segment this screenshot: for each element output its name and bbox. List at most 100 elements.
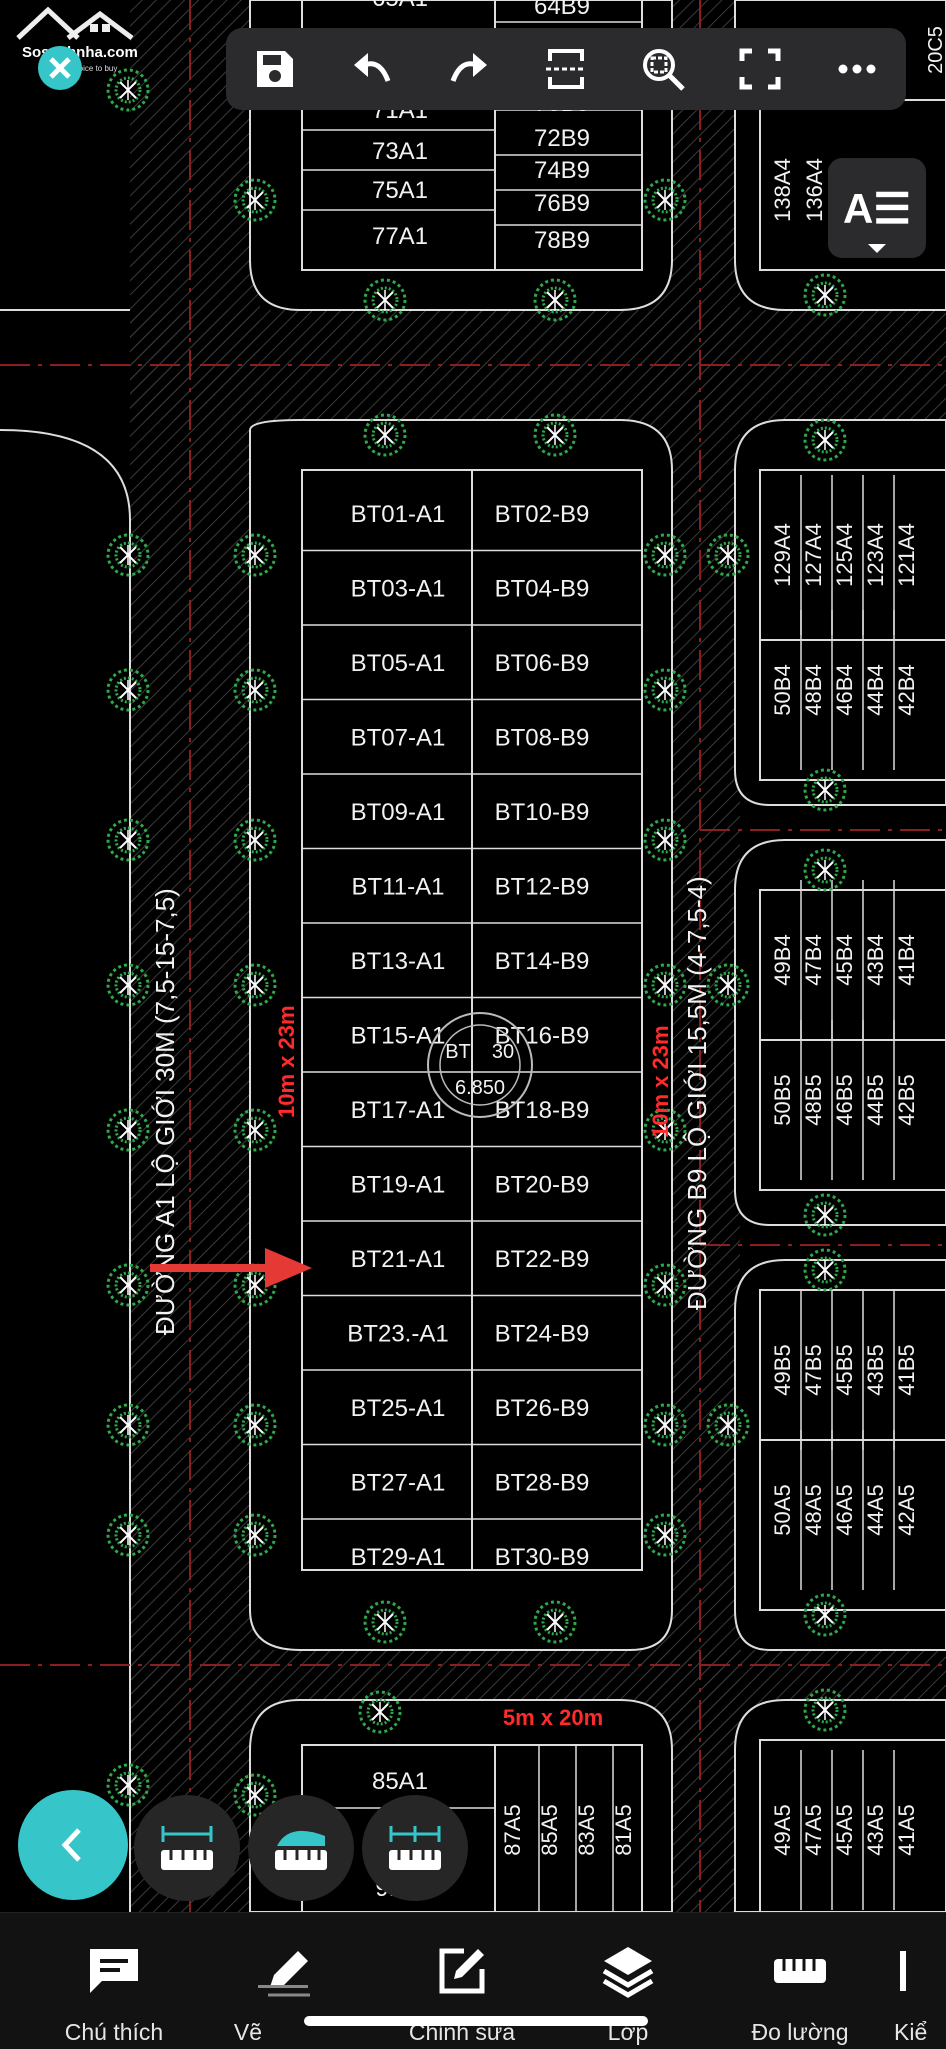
lot-label: BT18-B9 bbox=[495, 1097, 590, 1124]
lot-label: 50B4 bbox=[770, 664, 795, 715]
measure-length-icon bbox=[389, 1826, 441, 1870]
lot-label: 74B9 bbox=[534, 157, 590, 184]
layers-icon bbox=[602, 1947, 654, 1998]
lot-label: 44B5 bbox=[863, 1074, 888, 1125]
zoom-area-button[interactable] bbox=[633, 39, 693, 99]
lot-label: 43A5 bbox=[863, 1804, 888, 1855]
lot-label: BT16-B9 bbox=[495, 1023, 590, 1050]
measure-distance-button[interactable] bbox=[134, 1795, 240, 1901]
lot-label: 85A1 bbox=[372, 1768, 428, 1795]
road-label-left: ĐƯỜNG A1 LỘ GIỚI 30M (7,5-15-7,5) bbox=[150, 888, 180, 1335]
lot-center-marker: BT 30 6.850 bbox=[427, 1012, 533, 1118]
lot-label: 47B4 bbox=[801, 934, 826, 985]
more-tools-icon bbox=[900, 1951, 906, 1991]
lot-label: 87A5 bbox=[500, 1804, 525, 1855]
lot-label: BT29-A1 bbox=[351, 1544, 446, 1571]
top-toolbar bbox=[226, 28, 906, 110]
redo-button[interactable] bbox=[439, 39, 499, 99]
lot-label: 45B4 bbox=[832, 934, 857, 985]
lot-label: BT07-A1 bbox=[351, 725, 446, 752]
lot-label: 64B9 bbox=[534, 0, 590, 20]
nav-more-tools[interactable]: Kiể bbox=[880, 1913, 946, 2049]
lot-label: 48A5 bbox=[801, 1484, 826, 1535]
lot-label: 43B5 bbox=[863, 1344, 888, 1395]
marker-line3: 6.850 bbox=[455, 1077, 505, 1099]
measure-area-button[interactable] bbox=[248, 1795, 354, 1901]
red-arrow-icon bbox=[150, 1248, 312, 1288]
lot-label: 48B5 bbox=[801, 1074, 826, 1125]
close-button[interactable] bbox=[22, 30, 98, 106]
fullscreen-button[interactable] bbox=[730, 39, 790, 99]
nav-annotate[interactable]: Chú thích bbox=[34, 1913, 194, 2049]
lot-label: 65A1 bbox=[372, 0, 428, 12]
lot-label: 44B4 bbox=[863, 664, 888, 715]
nav-draw[interactable]: Vẽ bbox=[208, 1913, 368, 2049]
more-button[interactable] bbox=[827, 39, 887, 99]
lot-label: BT11-A1 bbox=[352, 874, 445, 901]
lot-label: 50A5 bbox=[770, 1484, 795, 1535]
lot-label: BT28-B9 bbox=[495, 1470, 590, 1497]
lot-label: 123A4 bbox=[863, 523, 888, 587]
road-hatch-left bbox=[130, 0, 260, 1912]
lot-label: 47A5 bbox=[801, 1804, 826, 1855]
draw-active-indicator bbox=[258, 1985, 308, 1988]
save-icon bbox=[256, 51, 293, 87]
close-icon bbox=[38, 46, 82, 90]
lot-label: 45B5 bbox=[832, 1344, 857, 1395]
redo-icon bbox=[450, 53, 487, 82]
lot-label: BT17-A1 bbox=[351, 1097, 446, 1124]
nav-measure[interactable]: Đo lường bbox=[720, 1913, 880, 2049]
lot-label: BT26-B9 bbox=[495, 1395, 590, 1422]
chevron-left-icon bbox=[61, 1828, 81, 1862]
collapse-tools-button[interactable] bbox=[18, 1790, 128, 1900]
lot-label: 85A5 bbox=[537, 1804, 562, 1855]
undo-button[interactable] bbox=[342, 39, 402, 99]
save-button[interactable] bbox=[245, 39, 305, 99]
lot-label: 49A5 bbox=[770, 1804, 795, 1855]
nav-layers[interactable]: Lớp bbox=[548, 1913, 708, 2049]
lot-label: BT01-A1 bbox=[351, 501, 446, 528]
lot-label: 47B5 bbox=[801, 1344, 826, 1395]
zoom-area-icon bbox=[643, 49, 685, 91]
pencil-icon bbox=[268, 1951, 310, 1997]
marker-line1: BT bbox=[445, 1041, 471, 1063]
lot-label: BT10-B9 bbox=[495, 799, 590, 826]
lot-label: BT23.-A1 bbox=[347, 1321, 448, 1348]
lot-label: 43B4 bbox=[863, 934, 888, 985]
nav-more-tools-label: Kiể bbox=[894, 2019, 928, 2045]
marker-line2: 30 bbox=[492, 1041, 514, 1063]
lot-label: BT25-A1 bbox=[351, 1395, 446, 1422]
measure-length-button[interactable] bbox=[362, 1795, 468, 1901]
measure-area-icon bbox=[275, 1830, 327, 1870]
lot-label: BT13-A1 bbox=[351, 948, 446, 975]
lot-label: 72B9 bbox=[534, 125, 590, 152]
nav-measure-label: Đo lường bbox=[751, 2019, 849, 2045]
lot-label: 42A5 bbox=[894, 1484, 919, 1535]
lot-label: 41B5 bbox=[894, 1344, 919, 1395]
chevron-down-icon[interactable] bbox=[868, 244, 886, 253]
lot-label: BT27-A1 bbox=[351, 1470, 446, 1497]
lot-label: BT22-B9 bbox=[495, 1246, 590, 1273]
lot-label: 48B4 bbox=[801, 664, 826, 715]
nav-edit[interactable]: Chỉnh sửa bbox=[382, 1913, 542, 2049]
home-indicator bbox=[304, 2016, 648, 2026]
lot-label: BT15-A1 bbox=[351, 1023, 446, 1050]
text-layer-button[interactable]: A☰ bbox=[828, 158, 926, 258]
bottom-nav: Chú thích Vẽ Chỉnh sửa Lớp Đo lường Kiể bbox=[0, 1912, 946, 2049]
measure-distance-icon bbox=[161, 1826, 213, 1870]
lot-label: 136A4 bbox=[802, 158, 827, 222]
lot-label: 46A5 bbox=[832, 1484, 857, 1535]
lot-label: 46B5 bbox=[832, 1074, 857, 1125]
fit-width-button[interactable] bbox=[536, 39, 596, 99]
fit-width-icon bbox=[545, 49, 586, 89]
lot-label: BT05-A1 bbox=[351, 650, 446, 677]
lot-label: 42B5 bbox=[894, 1074, 919, 1125]
lot-label: BT09-A1 bbox=[351, 799, 446, 826]
lot-label: 73A1 bbox=[372, 138, 428, 165]
lot-label: 46B4 bbox=[832, 664, 857, 715]
lot-label: BT14-B9 bbox=[495, 948, 590, 975]
logo-tagline: Great choice to buy bbox=[48, 64, 118, 73]
dim-label-left: 10m x 23m bbox=[274, 1005, 299, 1118]
more-icon bbox=[838, 64, 876, 74]
